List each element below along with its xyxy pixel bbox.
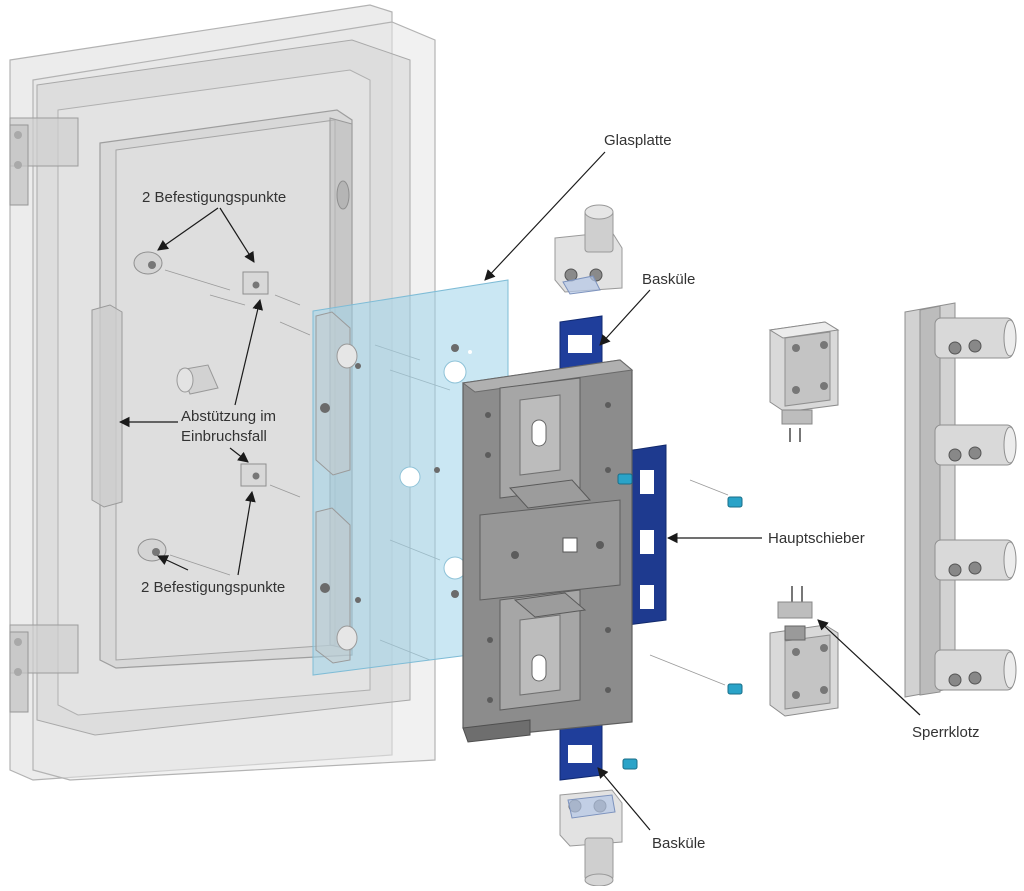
arrow-befestigung-top-left bbox=[157, 207, 219, 251]
callout-arrows bbox=[118, 151, 921, 831]
bolt-2 bbox=[934, 424, 1017, 466]
fixing-points bbox=[133, 251, 269, 562]
bolt-3 bbox=[934, 539, 1017, 581]
hinge-bottom bbox=[9, 624, 79, 713]
bolt-4 bbox=[934, 649, 1017, 691]
bottom-bolt-assembly bbox=[559, 789, 623, 887]
label-baskuele-bottom: Basküle bbox=[652, 835, 705, 852]
arrow-baskuele-top bbox=[599, 289, 651, 346]
arrow-sperrklotz bbox=[817, 619, 921, 716]
screw-4 bbox=[622, 758, 638, 770]
cyan-screws bbox=[617, 473, 743, 770]
label-sperrklotz: Sperrklotz bbox=[912, 724, 980, 741]
screw-1 bbox=[617, 473, 633, 485]
locking-block-top bbox=[768, 321, 840, 442]
label-hauptschieber: Hauptschieber bbox=[768, 530, 865, 547]
arrow-glasplatte bbox=[484, 151, 606, 281]
label-abstuetzung-line1: Abstützung im bbox=[181, 408, 276, 425]
arrow-befestigung-bottom-left bbox=[157, 555, 189, 571]
arrow-befestigung-top-right bbox=[219, 207, 255, 263]
hinge-top bbox=[9, 117, 79, 206]
support-bar bbox=[91, 304, 123, 508]
label-baskuele-top: Basküle bbox=[642, 271, 695, 288]
bolt-1 bbox=[934, 317, 1017, 359]
arrow-befestigung-bottom-right bbox=[237, 490, 256, 576]
lock-case bbox=[461, 359, 634, 743]
side-bracket bbox=[315, 311, 361, 664]
screw-2 bbox=[727, 496, 743, 508]
arrow-abstuetzung-up bbox=[234, 298, 264, 406]
label-abstuetzung-line2: Einbruchsfall bbox=[181, 428, 267, 445]
label-befestigung-bottom: 2 Befestigungspunkte bbox=[141, 579, 285, 596]
locking-bolt-bar bbox=[904, 302, 1017, 698]
arrow-baskuele-bottom bbox=[597, 767, 651, 831]
locking-block-bottom bbox=[769, 586, 839, 717]
screw-3 bbox=[727, 683, 743, 695]
glass-plate bbox=[312, 279, 509, 676]
top-bolt-assembly bbox=[554, 204, 623, 295]
label-befestigung-top: 2 Befestigungspunkte bbox=[142, 189, 286, 206]
label-glasplatte: Glasplatte bbox=[604, 132, 672, 149]
arrow-abstuetzung-down bbox=[229, 447, 249, 463]
